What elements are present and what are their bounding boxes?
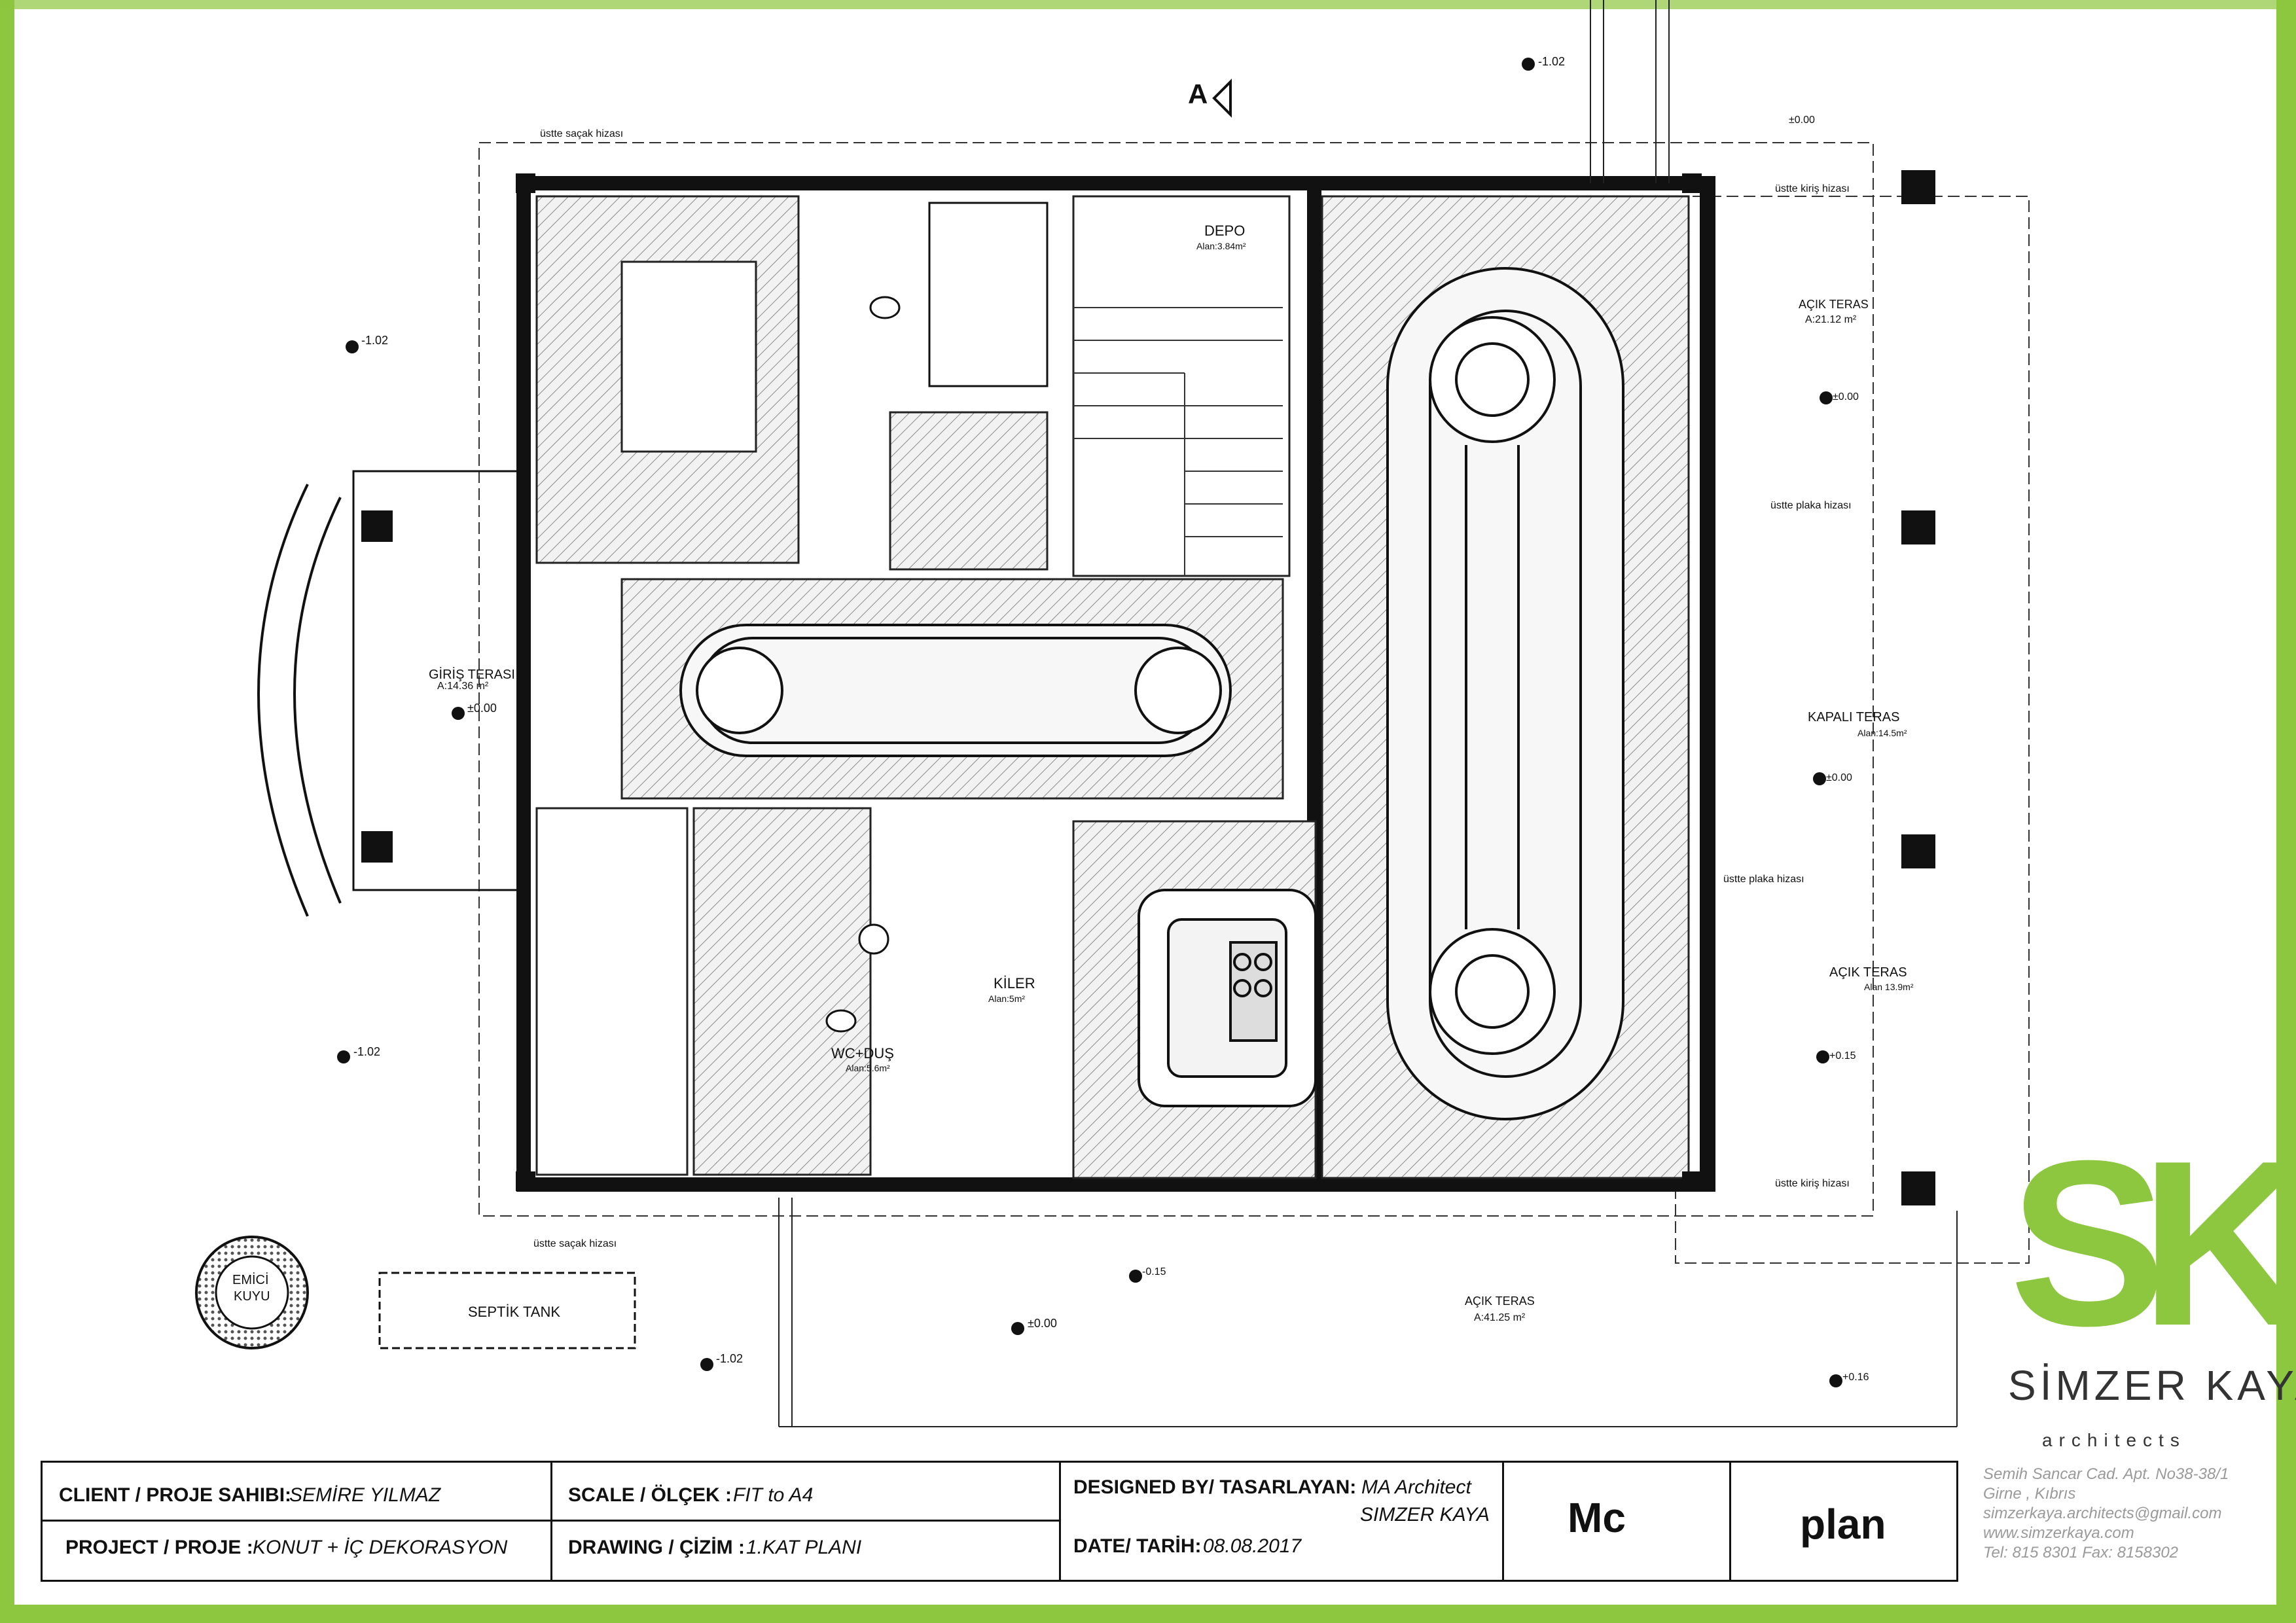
designed-value: MA Architect xyxy=(1361,1476,1471,1498)
emici-label-1: EMİCİ xyxy=(232,1273,269,1287)
scale-value: FIT to A4 xyxy=(733,1484,814,1506)
sheet-name: plan xyxy=(1800,1501,1886,1548)
brand-email: simzerkaya.architects@gmail.com xyxy=(1983,1505,2222,1522)
room-acik-teras-2-area: Alan 13.9m² xyxy=(1864,982,1914,992)
room-depo: DEPO xyxy=(1204,223,1246,239)
room-kiler: KİLER xyxy=(994,975,1035,991)
staircase xyxy=(1073,307,1283,576)
section-mark: A xyxy=(1188,79,1208,109)
client-label: CLIENT / PROJE SAHIBI: xyxy=(59,1484,292,1506)
frame-top xyxy=(0,0,2296,9)
date-label: DATE/ TARİH: xyxy=(1073,1535,1202,1557)
note-eave-bottom: üstte saçak hizası xyxy=(533,1238,617,1249)
client-value: SEMİRE YILMAZ xyxy=(289,1484,441,1506)
ceiling-ovals xyxy=(679,267,1624,1120)
level-m015: -0.15 xyxy=(1142,1266,1166,1277)
frame-bottom xyxy=(0,1605,2296,1623)
level-m102-1: -1.02 xyxy=(361,334,389,347)
level-p015: +0.15 xyxy=(1829,1050,1856,1061)
room-kapali-teras: KAPALI TERAS xyxy=(1808,710,1900,724)
note-plate-2: üstte plaka hizası xyxy=(1723,874,1804,885)
room-acik-teras-1: AÇIK TERAS xyxy=(1799,298,1869,311)
designed-value-2: SIMZER KAYA xyxy=(1360,1504,1490,1525)
room-acik-teras-3: AÇIK TERAS xyxy=(1465,1294,1535,1308)
note-beam-top: üstte kiriş hizası xyxy=(1775,183,1850,194)
entrance-terrace xyxy=(257,470,525,917)
room-acik-teras-1-area: A:21.12 m² xyxy=(1805,314,1857,325)
note-eave-top: üstte saçak hizası xyxy=(540,128,624,139)
septic-label: SEPTİK TANK xyxy=(468,1304,561,1320)
railing xyxy=(778,0,1958,1427)
kitchen-island xyxy=(1138,889,1317,1107)
room-wc-area: Alan:5.6m² xyxy=(846,1063,890,1073)
date-value: 08.08.2017 xyxy=(1203,1535,1302,1557)
level-m102-3: -1.02 xyxy=(716,1352,744,1365)
room-depo-area: Alan:3.84m² xyxy=(1196,241,1246,251)
room-kapali-teras-area: Alan:14.5m² xyxy=(1857,728,1907,738)
room-giris-area: A:14.36 m² xyxy=(437,681,489,692)
section-arrow xyxy=(1212,79,1232,118)
frame-left xyxy=(0,0,14,1623)
level-p016: +0.16 xyxy=(1842,1372,1869,1383)
designed-label: DESIGNED BY/ TASARLAYAN: xyxy=(1073,1476,1357,1498)
septic-system xyxy=(195,1236,636,1349)
level-p000-3: ±0.00 xyxy=(1789,115,1815,126)
level-p000-5: ±0.00 xyxy=(1826,772,1852,783)
brand-sub: architects xyxy=(2042,1430,2186,1450)
room-giris: GİRİŞ TERASI xyxy=(429,668,515,682)
room-kiler-area: Alan:5m² xyxy=(988,993,1026,1004)
project-value: KONUT + İÇ DEKORASYON xyxy=(253,1537,508,1558)
brand-web: www.simzerkaya.com xyxy=(1983,1524,2134,1542)
scale-label: SCALE / ÖLÇEK : xyxy=(568,1484,732,1506)
columns xyxy=(361,170,1935,1205)
level-m102-4: -1.02 xyxy=(1538,55,1566,68)
room-acik-teras-3-area: A:41.25 m² xyxy=(1474,1312,1526,1323)
level-p000-1: ±0.00 xyxy=(467,702,497,715)
project-label: PROJECT / PROJE : xyxy=(65,1537,253,1558)
room-acik-teras-2: AÇIK TERAS xyxy=(1829,965,1907,980)
level-markers xyxy=(337,58,1842,1387)
brand-logo: SK xyxy=(2009,1112,2296,1375)
title-cell-sheet xyxy=(1729,1461,1958,1582)
drawing-value: 1.KAT PLANI xyxy=(746,1537,862,1558)
brand-phone: Tel: 815 8301 Fax: 8158302 xyxy=(1983,1544,2179,1561)
sheet-code: Mc xyxy=(1568,1494,1626,1541)
fixtures xyxy=(825,202,1049,1033)
emici-label-2: KUYU xyxy=(234,1289,270,1304)
frame-right xyxy=(2276,0,2296,1623)
brand-address-1: Semih Sancar Cad. Apt. No38-38/1 xyxy=(1983,1465,2229,1483)
level-m102-2: -1.02 xyxy=(353,1045,381,1058)
level-p000-2: ±0.00 xyxy=(1028,1317,1057,1330)
brand-address-2: Girne , Kıbrıs xyxy=(1983,1485,2076,1503)
note-beam-bottom: üstte kiriş hizası xyxy=(1775,1178,1850,1189)
room-wc: WC+DUŞ xyxy=(831,1045,894,1061)
drawing-label: DRAWING / ÇİZİM : xyxy=(568,1537,745,1558)
level-p000-4: ±0.00 xyxy=(1833,391,1859,402)
note-plate-1: üstte plaka hizası xyxy=(1770,500,1852,511)
brand-name: SİMZER KAYA xyxy=(2008,1362,2296,1409)
